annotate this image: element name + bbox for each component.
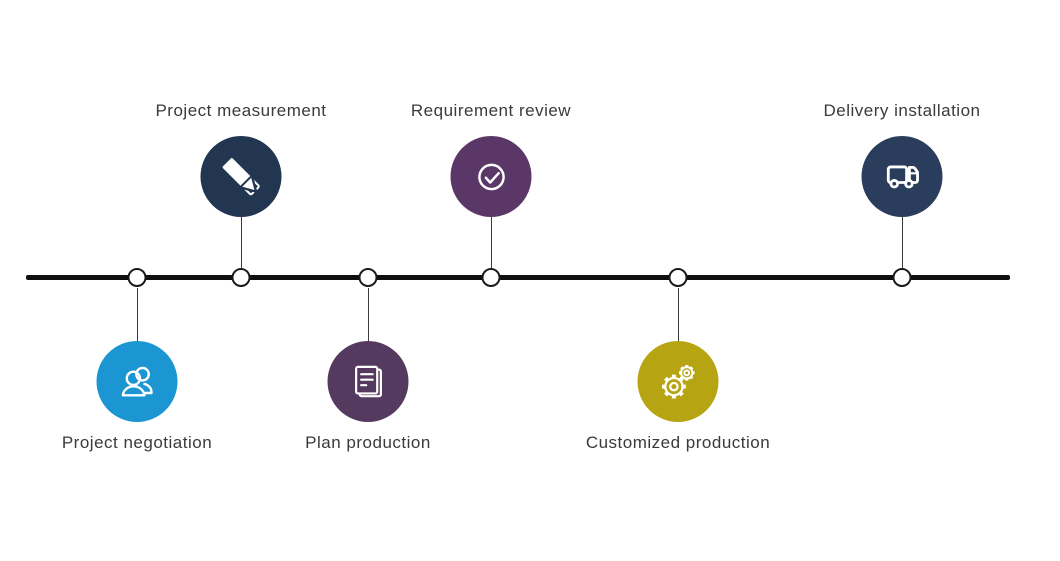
step-circle-measurement bbox=[200, 136, 282, 217]
connector-line bbox=[490, 217, 492, 268]
timeline-node bbox=[358, 268, 378, 287]
step-circle-plan bbox=[327, 341, 409, 422]
step-label: Delivery installation bbox=[823, 101, 981, 120]
step-label: Customized production bbox=[585, 433, 771, 452]
step-circle-customized bbox=[637, 341, 719, 422]
connector-line bbox=[136, 288, 138, 341]
step-circle-delivery bbox=[861, 136, 943, 217]
connector-line bbox=[901, 217, 903, 268]
step-label: Project measurement bbox=[155, 101, 327, 120]
step-label: Requirement review bbox=[410, 101, 572, 120]
timeline-node bbox=[231, 268, 251, 287]
connector-line bbox=[367, 288, 369, 341]
step-label: Plan production bbox=[305, 433, 431, 452]
connector-line bbox=[677, 288, 679, 341]
truck-icon bbox=[886, 164, 919, 188]
step-circle-review bbox=[450, 136, 532, 217]
timeline-node bbox=[127, 268, 147, 287]
users-icon bbox=[121, 366, 153, 396]
gears-icon bbox=[661, 364, 695, 398]
step-label: Project negotiation bbox=[61, 433, 213, 452]
document-icon bbox=[354, 365, 382, 397]
connector-line bbox=[240, 217, 242, 268]
step-circle-negotiation bbox=[96, 341, 178, 422]
timeline-node bbox=[481, 268, 501, 287]
timeline-node bbox=[668, 268, 688, 287]
timeline-node bbox=[892, 268, 912, 287]
check-circle-icon bbox=[477, 163, 505, 190]
ruler-pencil-icon bbox=[219, 155, 260, 195]
timeline-axis bbox=[26, 275, 1010, 280]
